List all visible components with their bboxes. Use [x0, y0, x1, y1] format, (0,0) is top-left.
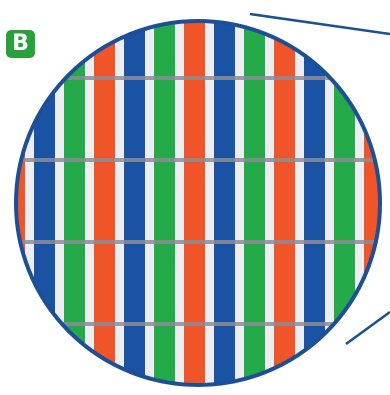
subpixel-stripe-red: [274, 21, 295, 385]
subpixel-stripe-green: [64, 21, 85, 385]
subpixel-stripe-green: [244, 21, 265, 385]
panel-label-badge: B: [6, 30, 35, 58]
row-gridline: [16, 76, 380, 80]
subpixel-stripe-green: [334, 21, 355, 385]
subpixel-stripe-red: [184, 21, 205, 385]
magnifier-rim: [14, 19, 382, 387]
row-gridline: [16, 322, 380, 326]
subpixel-stripe-red: [94, 21, 115, 385]
zoom-pointer-line-bottom: [345, 310, 390, 346]
panel-label: B: [12, 31, 29, 56]
subpixel-stripe-blue: [304, 21, 325, 385]
row-gridline: [16, 158, 380, 162]
subpixel-stripe-blue: [214, 21, 235, 385]
subpixel-stripes: [16, 21, 380, 385]
subpixel-stripe-green: [154, 21, 175, 385]
row-gridlines: [16, 76, 380, 326]
subpixel-stripe-blue: [124, 21, 145, 385]
zoom-pointer-line-top: [249, 12, 390, 36]
subpixel-stripe-blue: [34, 21, 55, 385]
row-gridline: [16, 240, 380, 244]
subpixel-stripe-red: [16, 21, 25, 385]
